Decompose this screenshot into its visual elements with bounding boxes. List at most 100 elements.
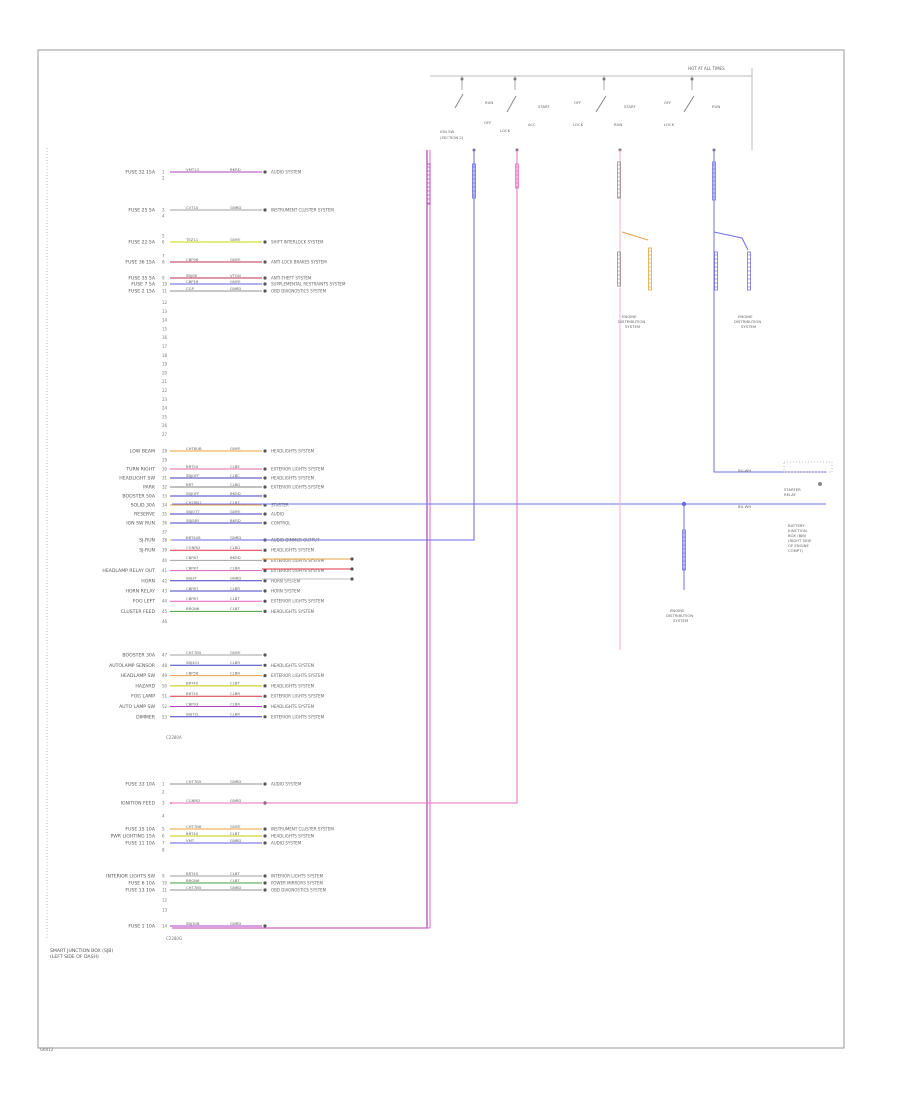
- switch-position: IGN SW: [440, 129, 455, 134]
- sjb-pin-c-8: 8: [162, 848, 165, 853]
- pin-label: LOW BEAM: [130, 449, 155, 455]
- wire-color-code: GNRD: [230, 286, 241, 291]
- wire-id: CHT7B5: [186, 885, 202, 890]
- pin-number: 34: [162, 503, 168, 508]
- pin-number: 52: [162, 704, 168, 709]
- pin-number: 6: [162, 834, 165, 839]
- connector-pin: [263, 663, 267, 667]
- destination-system: HEADLIGHTS SYSTEM: [271, 548, 315, 553]
- starter-relay-1: STARTER: [784, 487, 801, 492]
- switch-position: START: [538, 104, 550, 109]
- pin-number: 7: [162, 254, 165, 259]
- pin-number-empty: 15: [162, 326, 168, 331]
- wire-color-code: BKRD: [230, 518, 241, 523]
- pin-label: BOOSTER 50A: [122, 494, 155, 500]
- wire-color-code: CLBT: [230, 500, 240, 505]
- wire-color-code: CLBR: [230, 712, 240, 717]
- pin-number-empty: 24: [162, 406, 168, 411]
- inline-connector: [682, 529, 686, 571]
- ground-2-line-2: DISTRIBUTION: [734, 319, 761, 324]
- bjb-label-4: (RIGHT SIDE: [788, 538, 812, 543]
- destination-system: OBD DIAGNOSTICS SYSTEM: [271, 289, 327, 294]
- pin-number-empty: 21: [162, 379, 168, 384]
- pin-label: FUSE 25 5A: [128, 208, 156, 214]
- pin-number: 45: [162, 609, 168, 614]
- pin-label: HEADLAMP RELAY OUT: [102, 568, 155, 574]
- wire-id: SBJOFF: [186, 473, 200, 478]
- pin-number: 9: [162, 874, 165, 879]
- pin-number: 11: [162, 888, 168, 893]
- connector-pin: [263, 579, 267, 583]
- wire-id: CBP87: [186, 565, 199, 570]
- destination-system: HEADLIGHTS SYSTEM: [271, 704, 315, 709]
- sjb-pin-b-37: 37: [162, 530, 168, 535]
- pin-number-empty: 14: [162, 318, 168, 323]
- destination-system: SUPPLEMENTAL RESTRAINTS SYSTEM: [271, 282, 346, 287]
- destination-system: ANTI-THEFT SYSTEM: [271, 276, 312, 281]
- pin-label: FUSE 2 15A: [128, 289, 156, 295]
- wire-color-code: CLBG: [230, 545, 240, 550]
- wiring-harness: [172, 150, 826, 929]
- pin-label: FUSE 6 10A: [128, 881, 156, 887]
- wire-blue-bjb-2: [713, 150, 826, 473]
- pin-number: 3: [162, 208, 165, 213]
- destination-system: EXTERIOR LIGHTS SYSTEM: [271, 558, 325, 563]
- pin-number: 38: [162, 538, 168, 543]
- pin-label: FUSE 13 10A: [125, 888, 155, 894]
- wire-id: TEZ11: [185, 237, 199, 242]
- connector-pin: [263, 512, 267, 516]
- pin-number-empty: 27: [162, 432, 168, 437]
- pin-label: RESERVE: [134, 512, 155, 518]
- pin-label: IGNITION FEED: [121, 801, 156, 807]
- pin-number: 10: [162, 881, 168, 886]
- wire-id: CHT7B5: [186, 779, 202, 784]
- connector-pin: [263, 449, 267, 453]
- wire-color-code: GNRD: [230, 779, 241, 784]
- inline-connector: [472, 163, 476, 199]
- connector-pin: [263, 599, 267, 603]
- wire-id: CHT7B5: [186, 650, 202, 655]
- bjb-label-3: BOX (BJB): [788, 533, 807, 538]
- wire-color-code: CLBT: [230, 871, 240, 876]
- connector-pin: [263, 289, 267, 293]
- pin-label: FUSE 36 15A: [125, 260, 155, 266]
- wire-color-code: GNYE: [230, 237, 241, 242]
- engine-distribution-2: ENGINE DISTRIBUTION SYSTEM: [734, 314, 761, 329]
- wire-id: CBP16: [186, 279, 199, 284]
- pin-number: 32: [162, 485, 168, 490]
- connector-pin: [263, 276, 267, 280]
- wire-color-code: CLBR: [230, 670, 240, 675]
- pin-number: 28: [162, 449, 168, 454]
- pin-label: SJ-RUN: [139, 548, 155, 554]
- wire-color-code: BKRD: [230, 555, 241, 560]
- wire-color-code: GNRD: [230, 921, 241, 926]
- inline-connector: [617, 161, 621, 199]
- wire-id: CGP: [186, 286, 195, 291]
- switch-position: LOCK: [573, 122, 584, 127]
- wire-color-code: CLBR: [230, 701, 240, 706]
- wire-color-code: BKRD: [230, 491, 241, 496]
- connector-pin: [263, 485, 267, 489]
- pin-label: SJ-RUN: [139, 538, 155, 544]
- destination-system: HEADLIGHTS SYSTEM: [271, 663, 315, 668]
- pin-label: CLUSTER FEED: [121, 609, 156, 615]
- pin-number: 7: [162, 841, 165, 846]
- pin-number-empty: 23: [162, 397, 168, 402]
- connector-pin: [263, 548, 267, 552]
- connector-pin: [263, 684, 267, 688]
- inline-connector: [426, 163, 431, 205]
- module-title-line-2: (LEFT SIDE OF DASH): [50, 954, 99, 960]
- wire-color-code: GNRD: [230, 535, 241, 540]
